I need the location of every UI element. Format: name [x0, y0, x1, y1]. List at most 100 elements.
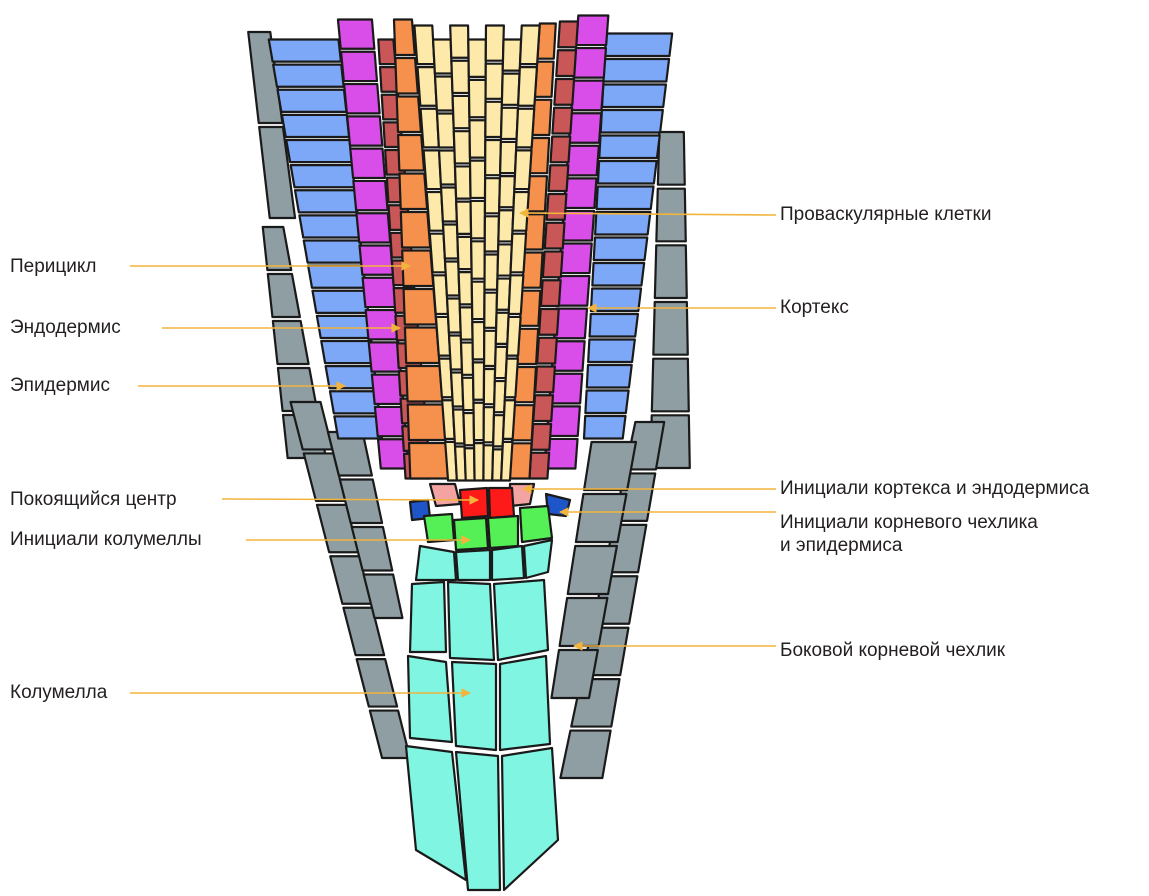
epidermis-cell	[295, 190, 357, 212]
endodermis-cell	[533, 395, 553, 421]
cortex-cell	[574, 48, 606, 78]
lateral-root-cap-cell	[268, 274, 300, 317]
pericycle-cell	[399, 174, 427, 210]
cortex-cell	[569, 113, 601, 143]
cortex-cell	[353, 181, 387, 210]
label-lateral-root-cap: Боковой корневой чехлик	[780, 640, 1005, 662]
provascular-cell	[485, 178, 500, 213]
endodermis-cell	[543, 252, 563, 278]
lateral-root-cap-cell	[576, 494, 627, 542]
provascular-cell	[462, 378, 473, 410]
provascular-cell	[435, 77, 453, 111]
epidermis-cell	[321, 341, 374, 363]
provascular-cell	[520, 26, 540, 65]
cortex-cell	[338, 20, 374, 49]
cortex-cell	[576, 16, 608, 46]
provascular-cell	[474, 443, 484, 480]
provascular-cell	[486, 64, 503, 99]
endodermis-cell	[539, 309, 559, 335]
pericycle-cell	[398, 135, 424, 171]
pericycle-cell	[401, 212, 430, 248]
label-columella-initials: Инициали колумеллы	[10, 529, 202, 551]
provascular-cell	[512, 192, 528, 231]
epidermis-cell	[603, 59, 669, 82]
columella-cell	[502, 748, 558, 890]
pericycle-cell	[395, 58, 418, 94]
epidermis-cell	[601, 110, 663, 133]
epidermis-cell	[278, 90, 347, 112]
cortex-cell	[341, 52, 377, 81]
endodermis-cell	[537, 338, 557, 364]
lateral-root-cap-cell	[652, 359, 689, 412]
provascular-cell	[486, 26, 504, 61]
lateral-root-cap-cell	[568, 546, 617, 594]
columella-cell	[494, 580, 548, 660]
provascular-cell	[472, 282, 485, 319]
provascular-cell	[499, 176, 515, 207]
epidermis-cell	[594, 238, 648, 261]
epidermis-cell	[299, 215, 360, 237]
endodermis-cell	[378, 40, 395, 65]
provascular-cell	[470, 161, 485, 198]
provascular-cell	[456, 202, 471, 234]
provascular-cell	[450, 26, 468, 58]
columella-cell	[456, 550, 490, 580]
epidermis-cell	[584, 416, 625, 439]
endodermis-cell	[541, 280, 561, 306]
provascular-cell	[500, 142, 516, 173]
pericycle-cell	[406, 366, 442, 402]
cortex-cell	[363, 278, 396, 307]
lateral-root-cap-cell	[584, 442, 636, 490]
lateral-root-cap-cell	[551, 650, 597, 698]
provascular-cell	[503, 40, 521, 71]
lateral-root-cap-cell	[263, 227, 291, 270]
provascular-cell	[473, 362, 484, 399]
epidermis-cell	[590, 314, 638, 337]
epidermis-cell	[273, 65, 343, 87]
quiescent-center-cell	[460, 488, 488, 518]
epidermis-cell	[595, 212, 650, 235]
provascular-cell	[502, 74, 520, 105]
provascular-cell	[485, 140, 501, 175]
provascular-cell	[451, 61, 469, 93]
provascular-cell	[457, 237, 471, 269]
provascular-cell	[505, 359, 518, 398]
provascular-cell	[455, 166, 471, 198]
cortex-cell	[356, 213, 390, 242]
columella-cell	[448, 582, 494, 660]
cortex-cell	[369, 342, 401, 371]
columella-initial-cell	[488, 516, 518, 548]
label-endodermis: Эндодермис	[10, 317, 121, 339]
pericycle-cell	[397, 97, 421, 133]
pericycle-cell	[408, 405, 446, 441]
provascular-cell	[501, 108, 518, 139]
lateral-root-cap-cell	[357, 659, 397, 706]
cortex-cell	[366, 310, 398, 339]
endodermis-cell	[547, 194, 567, 220]
columella-initial-cell	[454, 518, 488, 550]
cortex-cell	[561, 211, 594, 241]
provascular-cell	[469, 120, 485, 157]
endodermis-cell	[554, 79, 574, 105]
provascular-cell	[453, 96, 470, 128]
provascular-cell	[485, 102, 502, 137]
provascular-cell	[460, 307, 473, 339]
columella-cell	[452, 662, 496, 750]
endodermis-cell	[545, 223, 565, 249]
endodermis-cell	[531, 424, 551, 450]
pericycle-cell	[404, 289, 437, 325]
provascular-cell	[465, 448, 475, 480]
provascular-cell	[473, 403, 483, 440]
provascular-cell	[459, 272, 472, 304]
endodermis-cell	[549, 165, 569, 191]
endodermis-cell	[529, 453, 549, 479]
columella-initial-cell	[424, 514, 454, 542]
label-cortex: Кортекс	[780, 297, 849, 319]
pericycle-cell	[405, 328, 440, 364]
provascular-cell	[503, 400, 515, 439]
epidermis-cell	[291, 165, 355, 187]
lateral-root-cap-cell	[658, 132, 685, 185]
cortex-endodermis-initial-cell	[430, 484, 460, 506]
epidermis-cell	[326, 366, 377, 388]
